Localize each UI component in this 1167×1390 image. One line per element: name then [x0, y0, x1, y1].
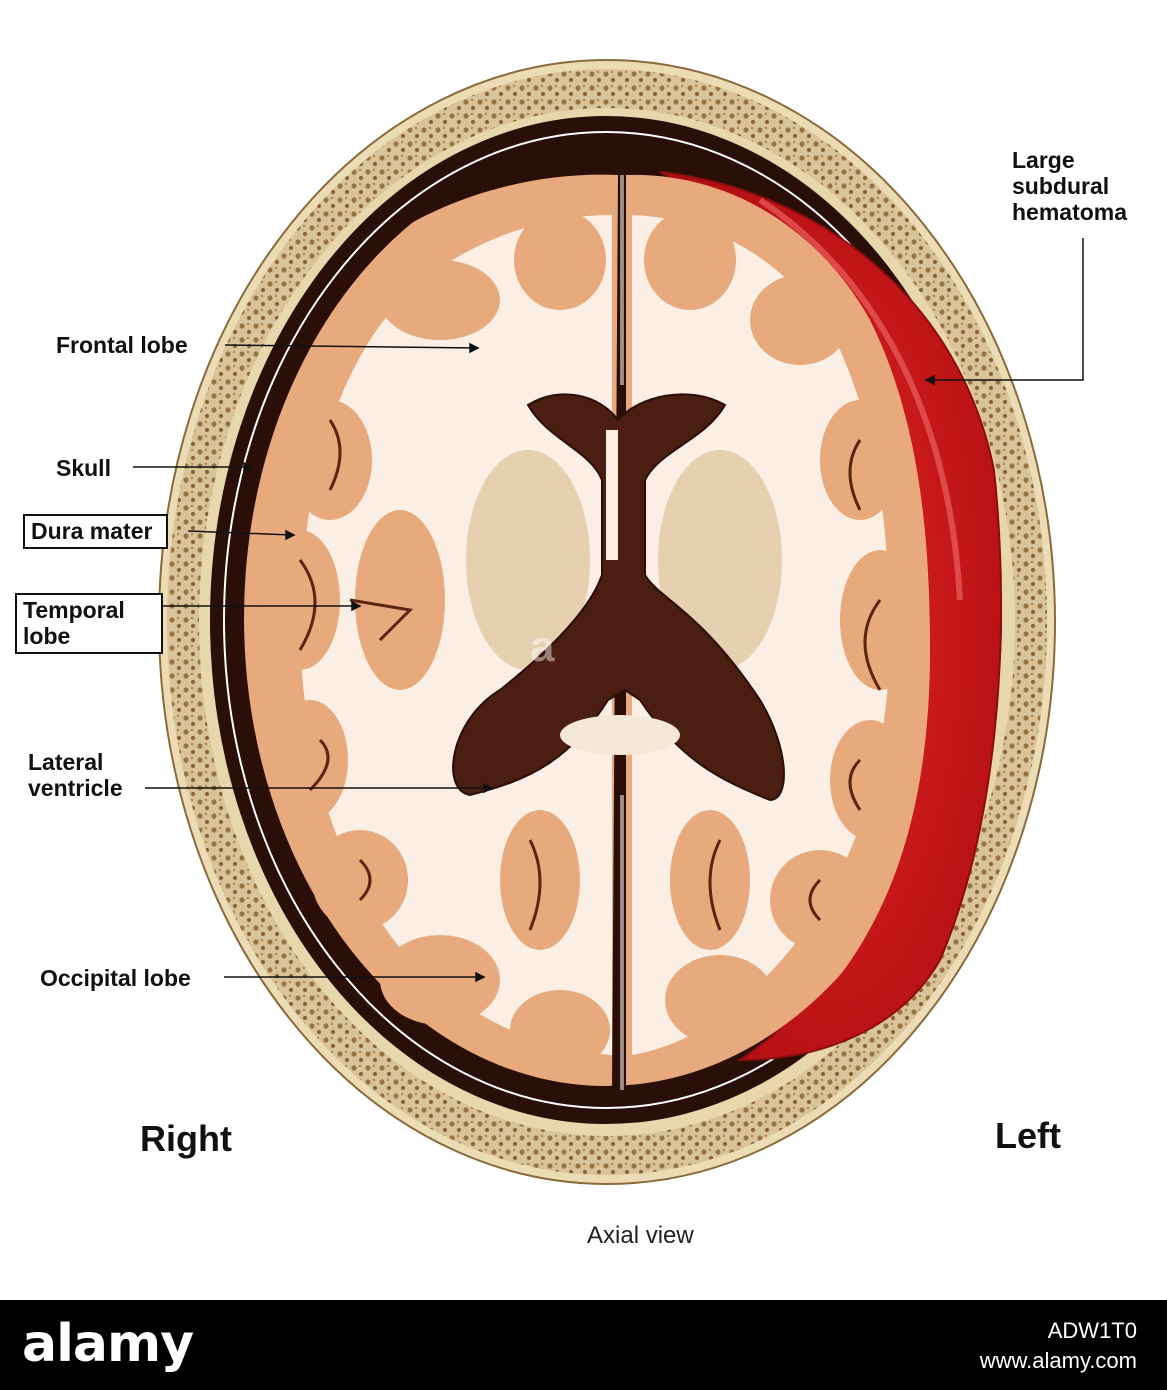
- brain-axial-illustration: [158, 59, 1056, 1185]
- label-leader-lines: [133, 238, 1084, 983]
- footer-bar: alamy ADW1T0 www.alamy.com: [0, 1300, 1167, 1390]
- caption: Axial view: [587, 1222, 694, 1249]
- orientation-left: Left: [995, 1115, 1061, 1156]
- label-dura-mater: Dura mater: [23, 514, 169, 549]
- label-frontal-lobe: Frontal lobe: [56, 332, 188, 358]
- label-temporal-lobe: Temporal lobe: [15, 593, 163, 654]
- label-skull: Skull: [56, 455, 111, 481]
- brand-logo[interactable]: alamy: [22, 1314, 194, 1374]
- image-id: ADW1T0: [1047, 1318, 1137, 1343]
- label-occipital-lobe: Occipital lobe: [40, 965, 191, 991]
- basal-ganglia-right: [466, 450, 590, 670]
- gyri: [260, 210, 920, 1070]
- label-lateral-ventricle: Lateral ventricle: [28, 749, 123, 801]
- lateral-ventricle-shape: [452, 393, 785, 802]
- label-hematoma: Large subdural hematoma: [1012, 147, 1128, 225]
- sulci: [298, 419, 882, 931]
- orientation-right: Right: [140, 1118, 232, 1159]
- brand-url[interactable]: www.alamy.com: [979, 1348, 1137, 1373]
